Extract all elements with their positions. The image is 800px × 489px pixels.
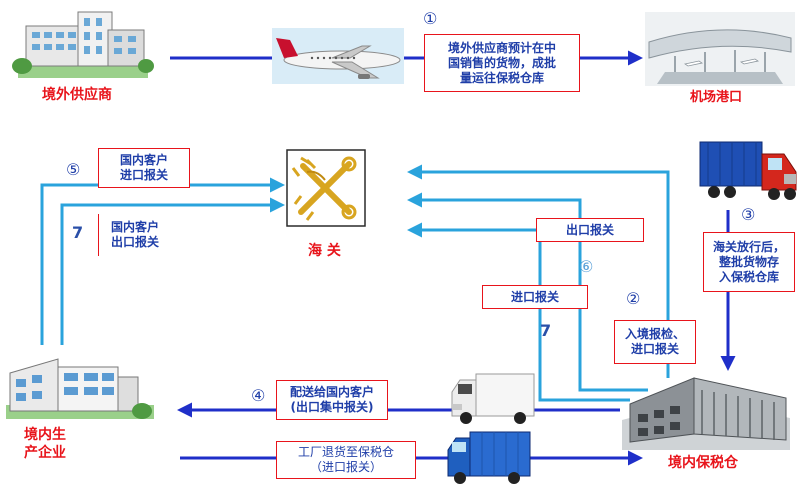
node-domestic-enterprise: 境内生 产企业 bbox=[24, 427, 66, 461]
factory-icon bbox=[6, 358, 154, 419]
step-1-number: ① bbox=[423, 9, 438, 28]
warehouse-icon bbox=[622, 377, 790, 450]
step-2-number: ② bbox=[626, 289, 641, 308]
arrow-enterprise-to-customs-7 bbox=[60, 197, 285, 345]
step-1-box: 境外供应商预计在中 国销售的货物，成批 量运往保税仓库 bbox=[424, 34, 580, 92]
arrow-warehouse-to-customs-top bbox=[407, 164, 670, 378]
step-4-box: 配送给国内客户 (出口集中报关) bbox=[276, 380, 388, 420]
step-5-box: 国内客户 进口报关 bbox=[98, 148, 190, 188]
step-2-box: 入境报检、 进口报关 bbox=[614, 320, 696, 364]
step-7-box: 国内客户 出口报关 bbox=[98, 214, 190, 256]
truck-icon bbox=[699, 141, 797, 200]
van-icon bbox=[451, 373, 535, 424]
node-bonded-warehouse: 境内保税仓 bbox=[668, 455, 738, 471]
airport-icon bbox=[645, 12, 795, 86]
return-box: 工厂退货至保税仓 （进口报关） bbox=[276, 441, 416, 479]
airplane-icon bbox=[272, 28, 404, 84]
step-7-warehouse-number: 7 bbox=[540, 321, 552, 340]
import-declaration-box: 进口报关 bbox=[482, 285, 588, 309]
step-7-number: 7 bbox=[72, 223, 84, 242]
building-icon bbox=[12, 11, 154, 78]
node-customs: 海 关 bbox=[308, 243, 341, 259]
node-overseas-supplier: 境外供应商 bbox=[42, 87, 112, 103]
customs-emblem-icon bbox=[286, 149, 366, 227]
export-declaration-box: 出口报关 bbox=[536, 218, 644, 242]
truck-icon bbox=[447, 431, 531, 484]
node-airport-port: 机场港口 bbox=[690, 90, 743, 105]
step-4-number: ④ bbox=[251, 386, 266, 405]
step-6-number: ⑥ bbox=[579, 257, 594, 276]
step-3-number: ③ bbox=[741, 205, 756, 224]
step-3-box: 海关放行后， 整批货物存 入保税仓库 bbox=[703, 232, 795, 292]
step-5-number: ⑤ bbox=[66, 160, 81, 179]
arrow-warehouse-to-customs-low bbox=[407, 222, 630, 402]
arrow-enterprise-to-customs-5 bbox=[40, 177, 285, 345]
